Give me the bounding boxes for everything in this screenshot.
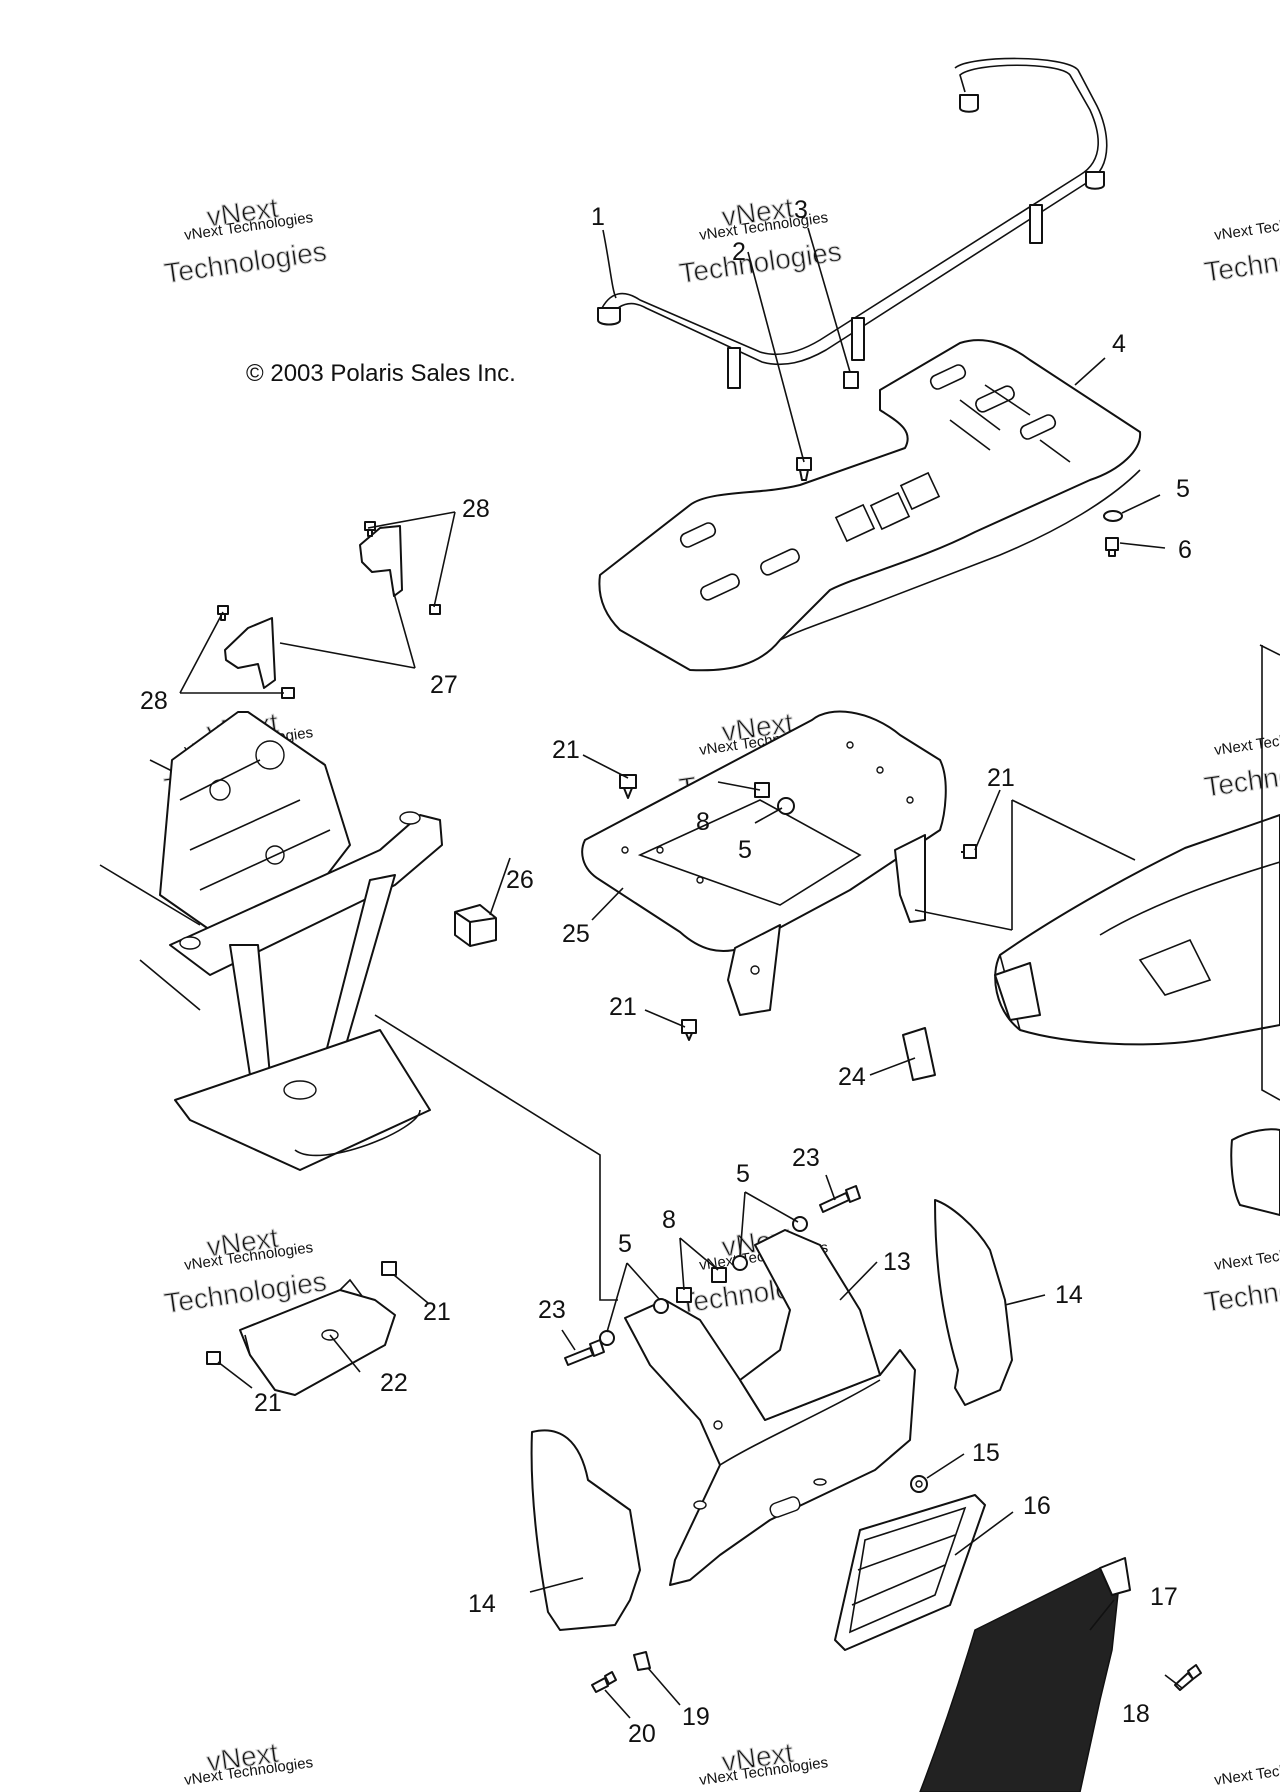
callout-labels: 1 2 3 4 5 6 28 27 28 21 21 8 5 26 25 21 … [140,196,1192,1748]
callout-14a: 14 [1055,1281,1083,1309]
callout-21a: 21 [552,736,580,764]
svg-text:vNext Technologies: vNext Technologies [1213,209,1280,244]
rack-plate [598,339,1142,672]
callout-2: 2 [732,238,746,266]
callout-18: 18 [1122,1700,1150,1728]
brackets [217,521,441,699]
washer [1103,510,1123,522]
callout-17: 17 [1150,1583,1178,1611]
callout-3: 3 [794,196,808,224]
nut [754,782,770,798]
side-panel-right [934,1199,1013,1406]
callout-26: 26 [506,866,534,894]
bolt [564,1339,605,1366]
callout-13: 13 [883,1248,911,1276]
screw [961,844,977,859]
bolt [1105,537,1119,557]
clip [633,1651,651,1671]
leader-lines [179,227,1183,1719]
svg-text:Technologies: Technologies [1202,749,1280,802]
foam-block [454,904,497,947]
callout-21e: 21 [254,1389,282,1417]
screw [381,1261,397,1276]
svg-text:vNext Technologies: vNext Technologies [1213,724,1280,759]
callout-8a: 8 [696,808,710,836]
callout-4: 4 [1112,330,1126,358]
callout-21d: 21 [423,1298,451,1326]
callout-14b: 14 [468,1590,496,1618]
callout-28a: 28 [462,495,490,523]
nut [711,1267,727,1283]
screw [681,1019,697,1041]
bumper-support [581,710,947,1016]
frame [99,711,443,1171]
callout-24: 24 [838,1063,866,1091]
washer [777,797,795,815]
svg-text:Technologies: Technologies [1202,1264,1280,1317]
washer [653,1298,669,1314]
callout-6: 6 [1178,536,1192,564]
callout-21c: 21 [609,993,637,1021]
callout-15: 15 [972,1439,1000,1467]
svg-text:vNext Technologies: vNext Technologies [1213,1754,1280,1789]
callout-5a: 5 [1176,475,1190,503]
callout-23b: 23 [538,1296,566,1324]
callout-16: 16 [1023,1492,1051,1520]
callout-5c: 5 [736,1160,750,1188]
callout-19: 19 [682,1703,710,1731]
lower-bumper [624,1229,916,1586]
bolt [819,1185,861,1213]
callout-23a: 23 [792,1144,820,1172]
bumper-leaders [914,799,1136,931]
svg-text:Technologies: Technologies [1202,234,1280,287]
callout-21b: 21 [987,764,1015,792]
nut [676,1287,692,1303]
plate [902,1027,936,1081]
rack-bolt [796,457,812,481]
callout-1: 1 [591,203,605,231]
callout-22: 22 [380,1369,408,1397]
callout-5b: 5 [738,836,752,864]
copyright-text: © 2003 Polaris Sales Inc. [246,360,516,387]
frame-to-bumper-line [374,1014,618,1301]
callout-28b: 28 [140,687,168,715]
callout-20: 20 [628,1720,656,1748]
side-panel-left [530,1429,641,1631]
rack-nut [843,371,859,389]
rack-bar [597,57,1108,389]
screw [619,774,637,799]
mesh-tab [1099,1557,1131,1596]
washer [732,1255,748,1271]
screw [591,1671,617,1693]
mesh-panel [919,1567,1121,1792]
front-bumper [994,644,1280,1216]
callout-8b: 8 [662,1206,676,1234]
callout-27: 27 [430,671,458,699]
washer [599,1330,615,1346]
callout-5d: 5 [618,1230,632,1258]
washer [792,1216,808,1232]
callout-25: 25 [562,920,590,948]
svg-text:vNext Technologies: vNext Technologies [1213,1239,1280,1274]
grille-frame [834,1494,986,1651]
screw [1174,1664,1202,1691]
